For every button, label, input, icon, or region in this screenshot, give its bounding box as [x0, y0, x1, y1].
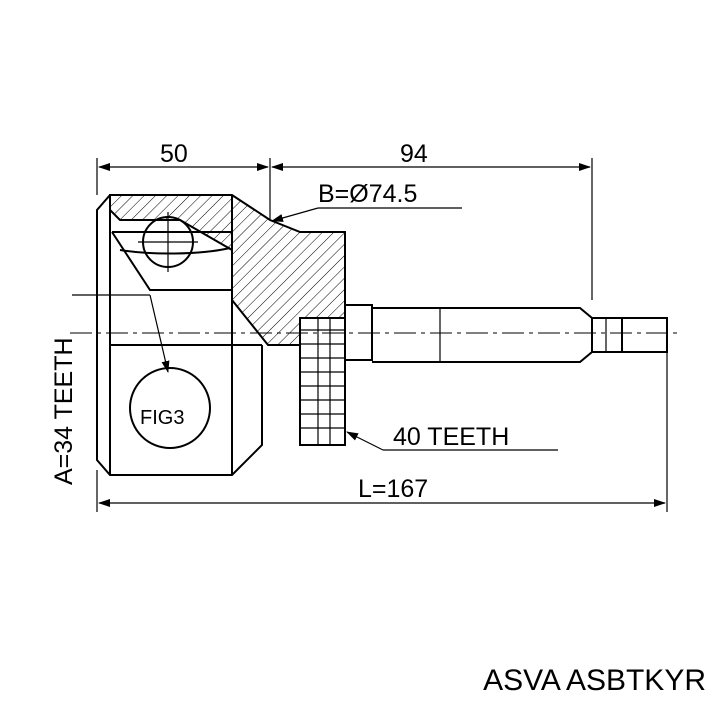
top-dimensions: 50 94	[96, 140, 593, 300]
diameter-callout: B=Ø74.5	[271, 180, 462, 222]
inner-teeth-label: A=34 TEETH	[50, 337, 78, 485]
outer-spline	[299, 317, 346, 446]
part-caption: ASVA ASBTKYR	[483, 664, 706, 698]
inner-teeth-callout: A=34 TEETH	[50, 294, 170, 485]
diameter-label: B=Ø74.5	[318, 180, 417, 208]
length-dimension: L=167	[96, 352, 668, 512]
length-label: L=167	[358, 475, 428, 503]
outer-teeth-callout: 40 TEETH	[346, 423, 558, 451]
dim-50-label: 50	[160, 140, 188, 168]
fig3-label: FIG3	[140, 407, 184, 429]
dim-94-label: 94	[400, 140, 428, 168]
outer-race-housing	[96, 194, 346, 476]
brand-name: ASVA	[483, 664, 560, 697]
fig3-marker: FIG3	[129, 367, 211, 449]
stub-shaft	[345, 304, 668, 363]
outer-teeth-label: 40 TEETH	[393, 423, 509, 451]
part-number: ASBTKYR	[565, 664, 706, 697]
